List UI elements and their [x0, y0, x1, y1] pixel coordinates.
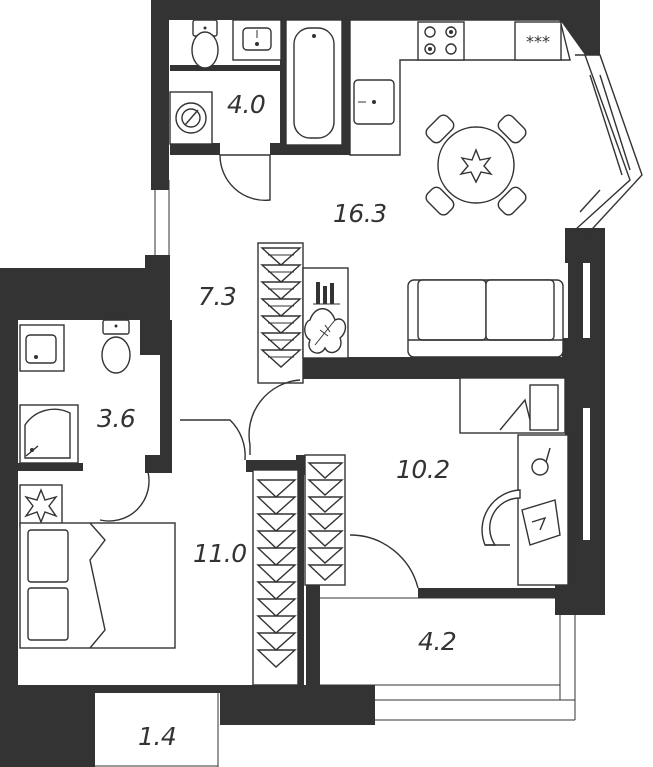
kitchen-sink-icon [353, 79, 395, 125]
desk-icon [517, 434, 569, 586]
hallway-door [248, 379, 301, 455]
dining-table-icon [425, 114, 527, 216]
bed-icon [19, 522, 176, 649]
area-label-bedroom: 10.2 [396, 455, 450, 484]
toilet-bathroom-fixtures [19, 319, 150, 522]
toilet-icon [191, 19, 219, 69]
wardrobe-icon-3 [304, 454, 346, 586]
shower-icon [19, 404, 79, 464]
partition-lines [89, 180, 576, 767]
area-label-bedroom-main: 11.0 [193, 539, 247, 568]
sofa-icon [407, 279, 564, 358]
bathtub-icon [285, 19, 343, 146]
bathroom-fixtures [169, 19, 343, 201]
armchair-icon [459, 377, 566, 434]
wardrobe-icon [257, 242, 304, 384]
bedroom-main-fixtures [19, 419, 299, 686]
living-fixtures [248, 242, 564, 455]
toilet-door [99, 471, 150, 522]
area-label-bathroom: 4.0 [227, 90, 265, 119]
bay-window [574, 54, 643, 241]
bathroom-door [219, 154, 271, 201]
area-label-toilet-bathroom: 3.6 [97, 404, 135, 433]
area-label-loggia: 4.2 [418, 627, 456, 656]
hob-mark: *** [526, 32, 550, 51]
walls [0, 0, 605, 767]
bedroom-fixtures [304, 377, 569, 589]
area-label-hallway: 7.3 [198, 282, 236, 311]
bedroom-door [349, 534, 419, 589]
wardrobe-icon-2 [252, 469, 299, 686]
toilet-icon-2 [101, 319, 131, 374]
washing-machine-icon [169, 91, 213, 145]
area-labels: 4.0 16.3 7.3 3.6 10.2 11.0 4.2 1.4 [97, 90, 457, 751]
kitchen-fixtures: *** [349, 19, 571, 216]
sink-icon [232, 19, 282, 61]
area-label-entrance: 1.4 [138, 722, 176, 751]
sink-icon-2 [19, 324, 65, 372]
plant-icon [304, 308, 347, 354]
chair-icon [481, 489, 521, 546]
flower-icon [24, 488, 58, 524]
area-label-kitchen-living: 16.3 [333, 199, 387, 228]
hob-icon [417, 21, 465, 61]
bedroom-main-door [180, 419, 246, 461]
